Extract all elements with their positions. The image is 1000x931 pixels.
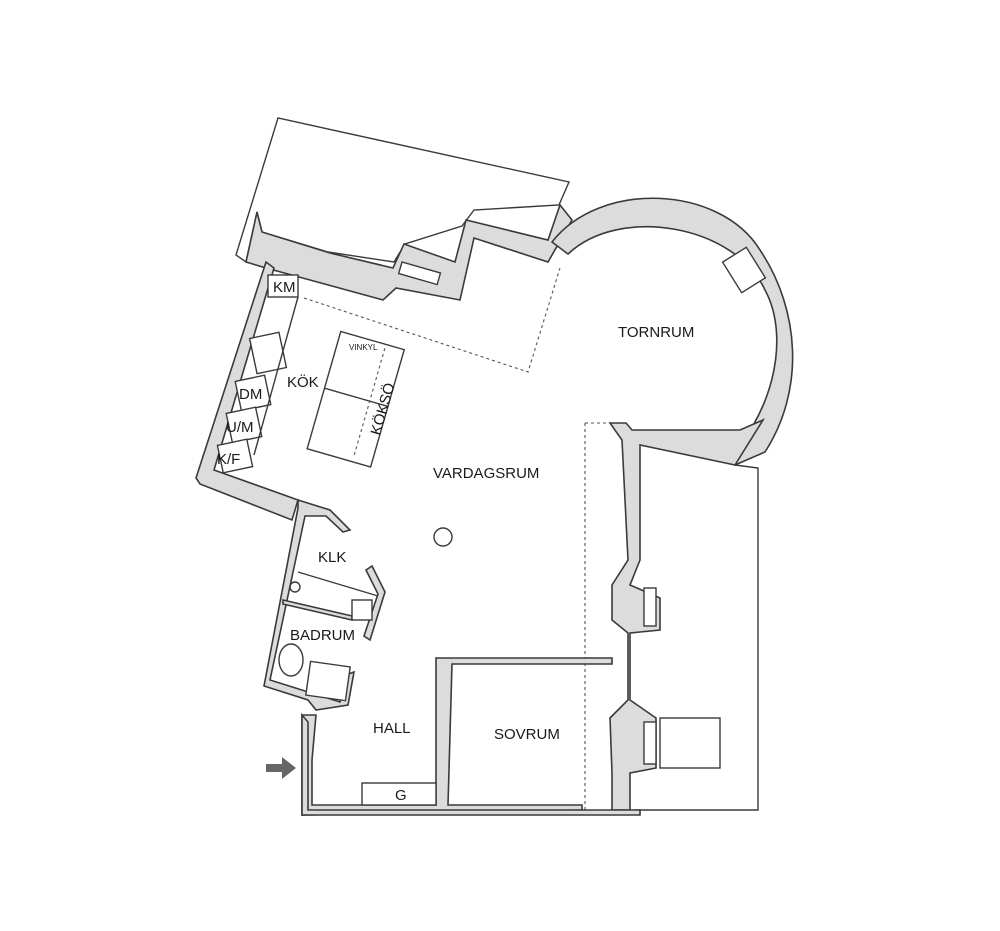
label-km: KM (273, 279, 296, 296)
wardrobe-g (361, 782, 437, 806)
wall-klk-shelf (297, 571, 379, 597)
window-top (397, 261, 442, 286)
window-right-2 (643, 721, 657, 765)
column-icon (433, 527, 453, 547)
label-g: G (395, 787, 407, 804)
counter-kf (216, 438, 254, 474)
room-label-kok: KÖK (287, 373, 319, 391)
badrum-closet (351, 599, 373, 621)
kitchen-island (306, 330, 406, 468)
label-vinkyl: VINKYL (349, 343, 378, 352)
wall-badrum-top (282, 598, 353, 622)
wall-klk-right (363, 564, 386, 642)
room-label-badrum: BADRUM (290, 627, 355, 644)
balcony-small (659, 717, 721, 769)
wall-outer-bottom (301, 712, 641, 816)
room-label-hall: HALL (373, 720, 411, 737)
window-right-1 (643, 587, 657, 627)
tap-icon (289, 581, 301, 593)
wall-right (608, 418, 766, 811)
counter-front (253, 296, 299, 456)
window-tower (721, 246, 767, 294)
room-label-klk: KLK (318, 549, 346, 566)
label-kf: K/F (217, 451, 240, 468)
label-um: U/M (226, 419, 254, 436)
wall-left-kitchen (195, 260, 299, 522)
toilet-icon (278, 643, 304, 677)
counter-sink (248, 331, 288, 375)
room-label-tornrum: TORNRUM (618, 324, 694, 341)
room-label-vardagsrum: VARDAGSRUM (433, 465, 539, 482)
sink-icon (305, 660, 351, 702)
dashed-opening (303, 267, 561, 373)
entrance-arrow-icon (266, 757, 296, 779)
room-label-sovrum: SOVRUM (494, 726, 560, 743)
wall-top (245, 203, 573, 301)
counter-km (267, 274, 299, 298)
right-terrace-outline (635, 464, 759, 811)
label-dm: DM (239, 386, 262, 403)
wall-hall (301, 657, 613, 816)
